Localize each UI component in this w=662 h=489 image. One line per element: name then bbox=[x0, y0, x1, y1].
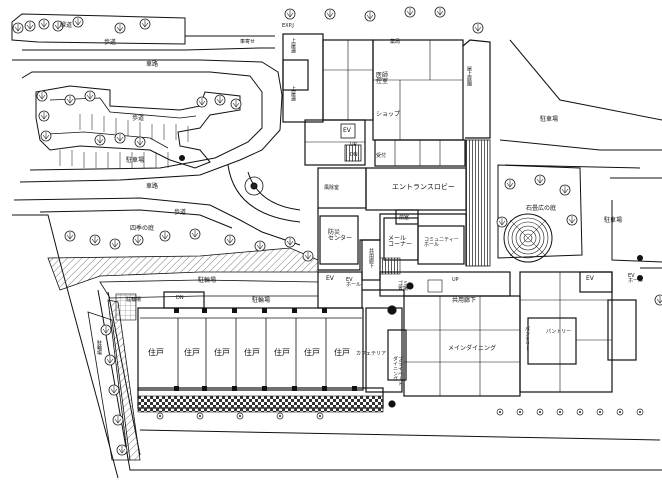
anteroom-label: 前室 bbox=[399, 215, 410, 221]
greenway-label: 緑道 bbox=[60, 22, 73, 29]
unit-label: 住戸 bbox=[184, 348, 200, 357]
stair-down-label-2: DN bbox=[176, 295, 184, 301]
left-parking-label: 駐車場 bbox=[126, 157, 145, 164]
accessible-parking-icons bbox=[179, 155, 643, 281]
shared-corridor-label: 共用廊下 bbox=[452, 297, 477, 304]
stair-up-label-2: UP bbox=[452, 277, 459, 283]
loop-walk-label: 歩道 bbox=[132, 115, 145, 122]
ev-label-north: EV bbox=[343, 127, 351, 134]
pharmacy-label: 薬局 bbox=[390, 39, 401, 45]
dining-block bbox=[317, 271, 637, 408]
garbage-room-label: ゴミ 置場 bbox=[398, 281, 409, 292]
shared-corridor-vertical-label: 共用廊下 bbox=[368, 248, 374, 268]
community-hall-label: コミュニティー ホール bbox=[424, 237, 459, 248]
exp-joint-label: EXP.J bbox=[282, 23, 294, 29]
roof-garden-label: 屋上庭園 bbox=[466, 66, 472, 86]
shop-label: ショップ bbox=[376, 111, 401, 118]
entrance-lobby-label: エントランスロビー bbox=[392, 183, 455, 191]
stair-down-label: DN bbox=[350, 152, 358, 158]
unit-label: 住戸 bbox=[274, 348, 290, 357]
north-block bbox=[282, 33, 491, 167]
disaster-center-label: 防災 センター bbox=[328, 229, 353, 242]
unit-label: 住戸 bbox=[334, 348, 350, 357]
bicycle-parking-label-3: 駐輪場 bbox=[252, 297, 271, 304]
stone-garden-label: 石畳広の庭 bbox=[526, 205, 557, 212]
hatch-areas bbox=[47, 247, 319, 461]
sidewalk-mid-label: 歩道 bbox=[174, 209, 187, 216]
main-dining-label: メインダイニング bbox=[448, 345, 497, 352]
private-dining-label: プライベート ダイニング bbox=[392, 356, 403, 386]
drive-top-label: 車路 bbox=[146, 61, 159, 68]
entrance-lobby-block bbox=[317, 139, 491, 281]
stair-up-label: UP bbox=[350, 142, 357, 148]
right-parking-mid-label: 駐車場 bbox=[604, 217, 623, 224]
unit-label: 住戸 bbox=[304, 348, 320, 357]
stone-garden bbox=[244, 164, 583, 263]
mail-corner-label: メール コーナー bbox=[388, 235, 413, 248]
pantry-label-1: パントリー bbox=[524, 326, 530, 351]
ev-hall-label-west: EV ホール bbox=[346, 277, 362, 288]
pantry-label-2: パントリー bbox=[546, 329, 572, 335]
ev-label-west: EV bbox=[326, 275, 334, 282]
residential-wing bbox=[115, 291, 384, 413]
seasons-garden-label: 四季の庭 bbox=[130, 225, 155, 232]
right-parking-top-label: 駐車場 bbox=[540, 116, 559, 123]
unit-label: 住戸 bbox=[214, 348, 230, 357]
cafeteria-label: カフェテリア bbox=[356, 351, 387, 357]
unit-label: 住戸 bbox=[244, 348, 260, 357]
unit-label: 住戸 bbox=[148, 348, 164, 357]
bicycle-parking-label-1: 駐輪場 bbox=[198, 277, 217, 284]
bicycle-parking-label-4: 駐輪場 bbox=[96, 340, 102, 355]
windbreak-room-label: 風除室 bbox=[324, 185, 340, 191]
ev-label-east: EV bbox=[586, 275, 594, 282]
drive-mid-label: 車路 bbox=[146, 183, 159, 190]
reception-label: 受付 bbox=[376, 153, 387, 159]
ev-hall-label-east: EV ホール bbox=[628, 273, 644, 284]
bicycle-parking-label-2: 駐輪場 bbox=[126, 297, 142, 303]
canopy-label-1: 上屋連 bbox=[290, 86, 296, 101]
sidewalk-top-label: 歩道 bbox=[104, 39, 117, 46]
dropoff-label: 車寄せ bbox=[240, 39, 256, 45]
canopy-label-2: 上屋連 bbox=[290, 38, 296, 53]
doctor-room-label: 医師 控室 bbox=[376, 72, 389, 85]
